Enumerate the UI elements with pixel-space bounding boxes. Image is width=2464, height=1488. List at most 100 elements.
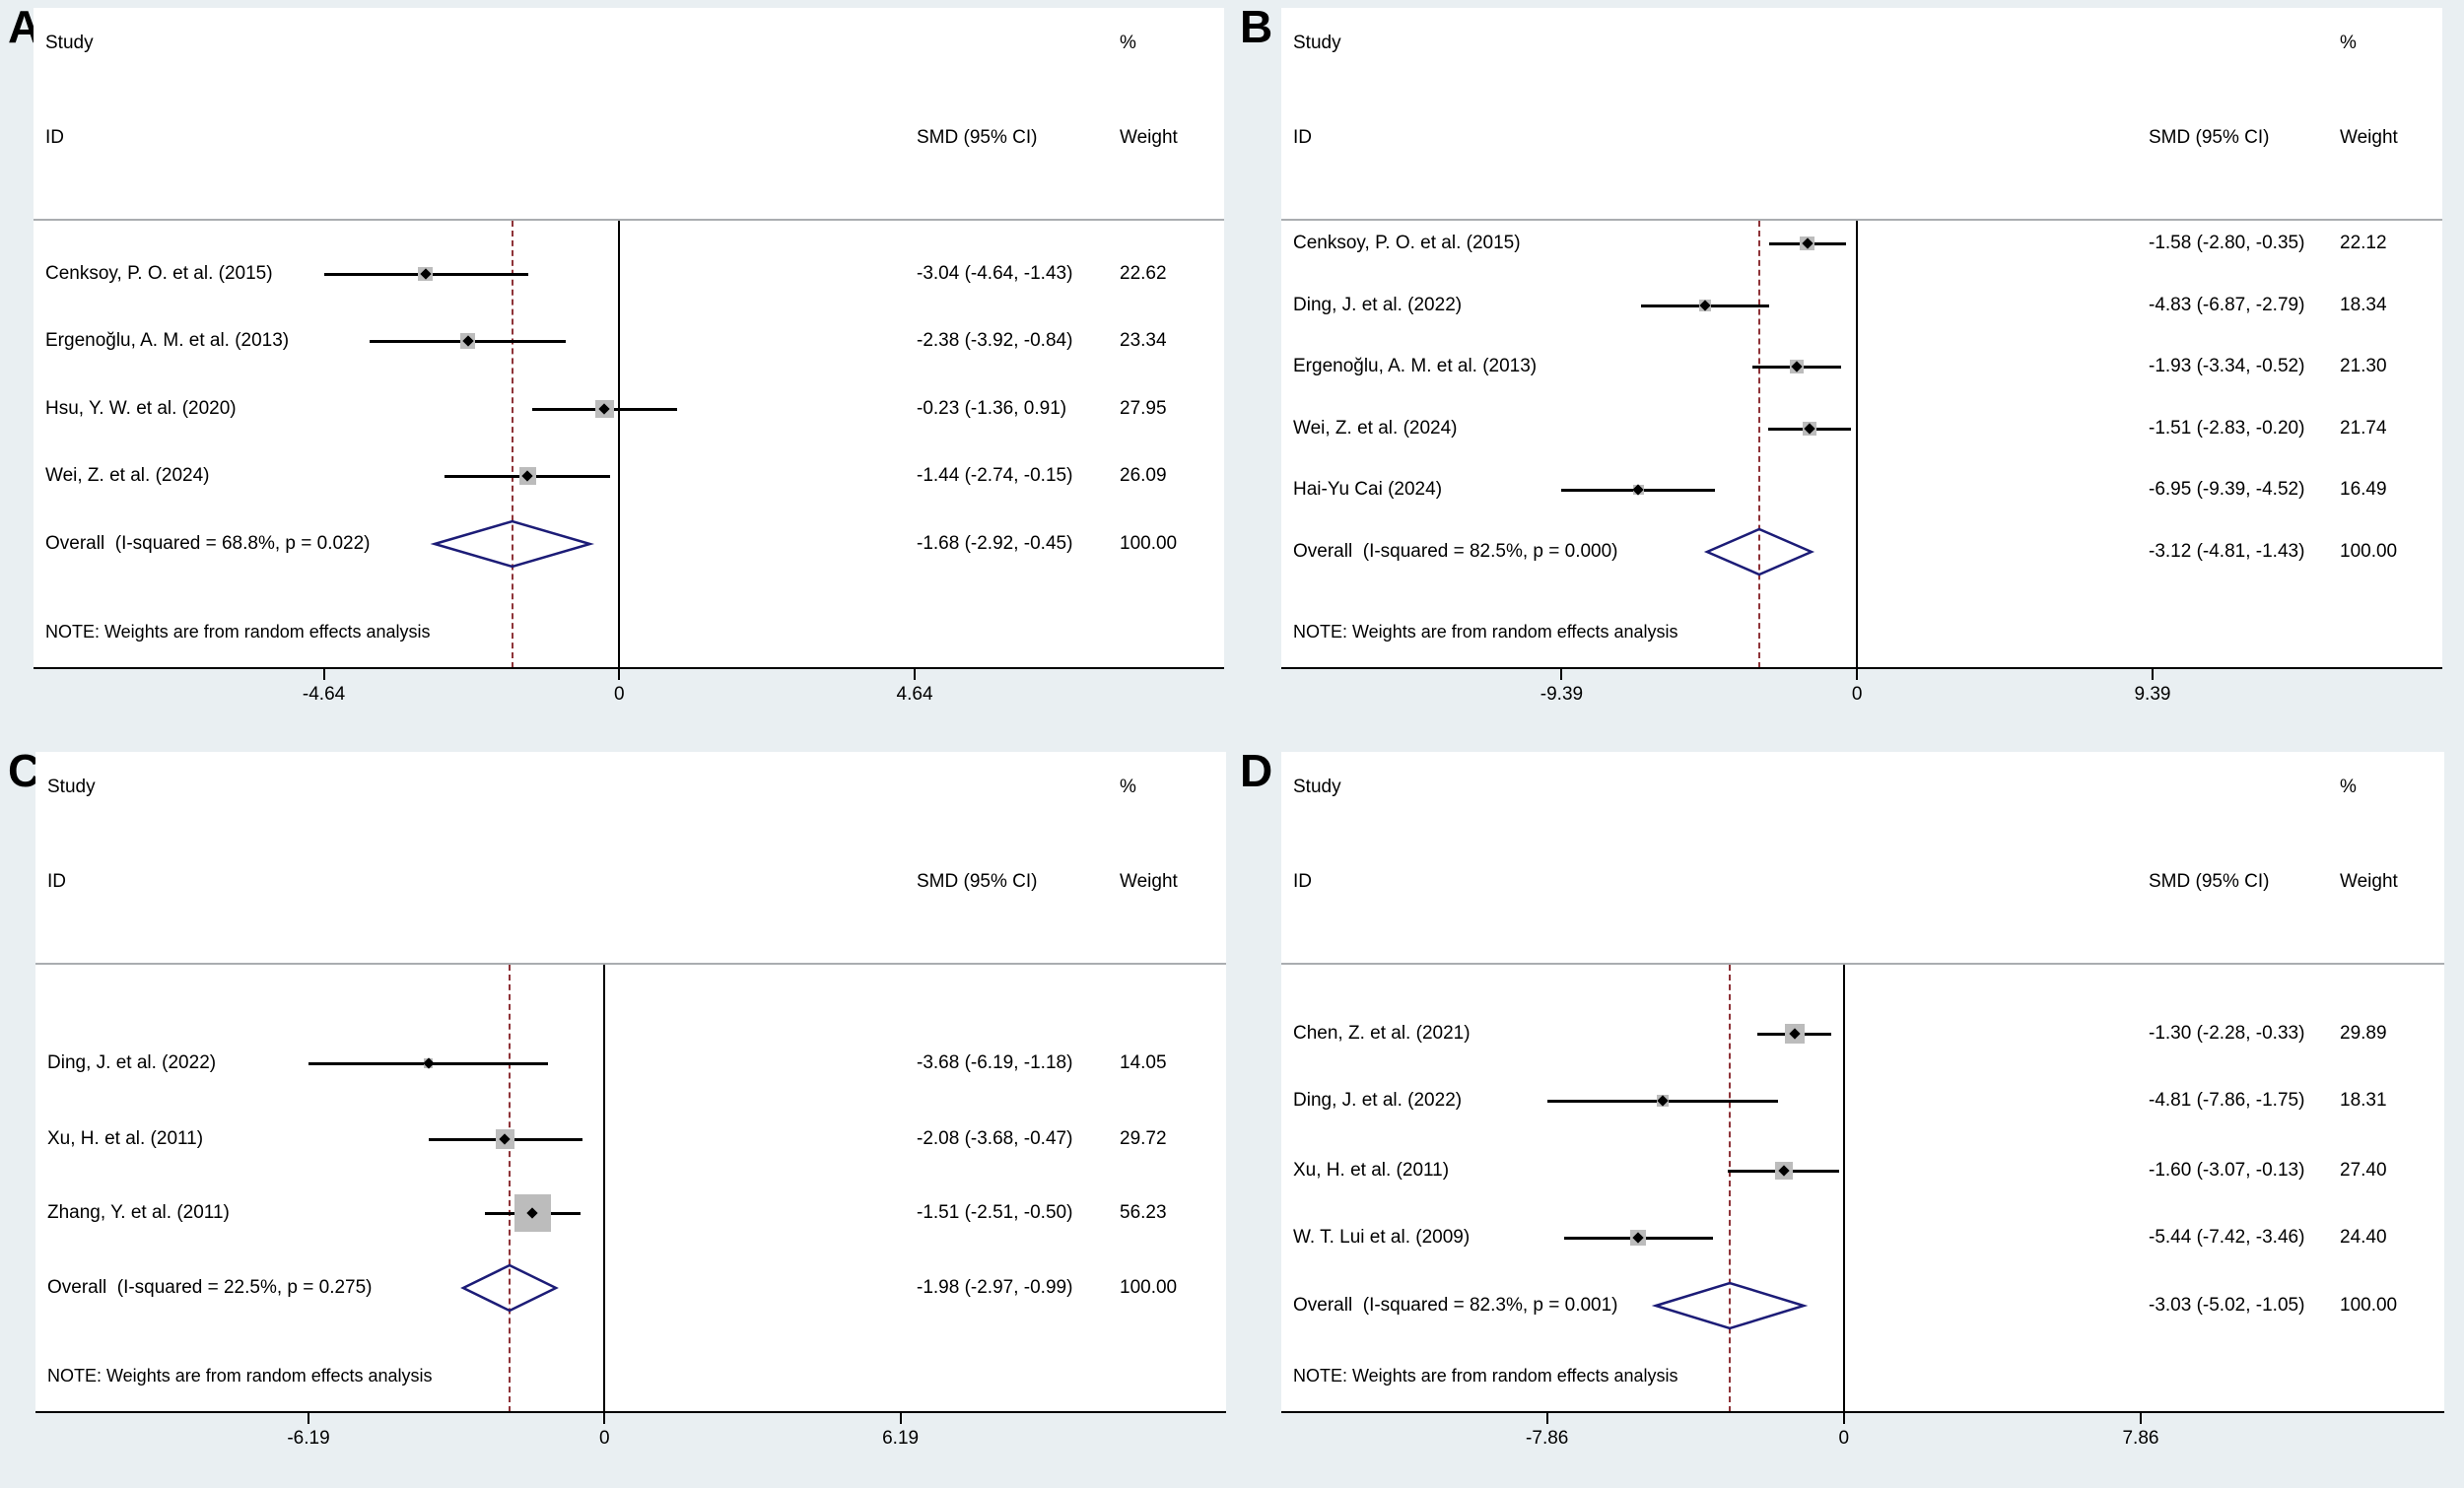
study-name: Hsu, Y. W. et al. (2020)	[45, 398, 237, 419]
overall-effect-dashed-line	[509, 965, 512, 1412]
study-name: Ding, J. et al. (2022)	[1293, 295, 1463, 315]
weight-value: 26.09	[1120, 465, 1167, 486]
x-tick	[308, 1413, 309, 1424]
overall-diamond	[460, 1263, 560, 1313]
column-header-smd: SMD (95% CI)	[2149, 871, 2270, 892]
weight-value: 18.31	[2340, 1090, 2387, 1111]
weight-value: 29.89	[2340, 1023, 2387, 1044]
overall-smd-ci-value: -1.98 (-2.97, -0.99)	[917, 1277, 1073, 1298]
null-effect-line	[1856, 221, 1859, 668]
x-tick-label: 0	[614, 684, 625, 705]
x-tick	[2151, 669, 2154, 680]
column-header-study: Study	[47, 777, 96, 797]
weight-value: 23.34	[1120, 330, 1167, 351]
weights-note: NOTE: Weights are from random effects an…	[1293, 622, 1678, 642]
weight-value: 21.74	[2340, 418, 2387, 439]
x-axis	[1281, 667, 2442, 669]
smd-ci-value: -3.04 (-4.64, -1.43)	[917, 263, 1073, 284]
column-header-percent: %	[2340, 777, 2357, 797]
x-tick	[1842, 1413, 1845, 1424]
header-rule	[1281, 219, 2442, 221]
overall-smd-ci-value: -3.03 (-5.02, -1.05)	[2149, 1295, 2305, 1316]
column-header-study: Study	[1293, 33, 1341, 53]
header-rule	[1281, 963, 2444, 965]
smd-ci-value: -6.95 (-9.39, -4.52)	[2149, 479, 2305, 500]
column-header-smd: SMD (95% CI)	[917, 127, 1038, 148]
weight-value: 14.05	[1120, 1052, 1167, 1073]
smd-ci-value: -4.81 (-7.86, -1.75)	[2149, 1090, 2305, 1111]
overall-weight-value: 100.00	[1120, 1277, 1178, 1298]
x-tick	[603, 1413, 606, 1424]
column-header-smd: SMD (95% CI)	[917, 871, 1038, 892]
smd-ci-value: -1.44 (-2.74, -0.15)	[917, 465, 1073, 486]
column-header-percent: %	[1120, 777, 1136, 797]
weights-note: NOTE: Weights are from random effects an…	[47, 1366, 433, 1386]
study-name: Xu, H. et al. (2011)	[47, 1128, 204, 1149]
column-header-study: Study	[1293, 777, 1341, 797]
smd-ci-value: -5.44 (-7.42, -3.46)	[2149, 1227, 2305, 1248]
weights-note: NOTE: Weights are from random effects an…	[1293, 1366, 1678, 1386]
column-header-weight: Weight	[2340, 871, 2398, 892]
study-name: Ergenoğlu, A. M. et al. (2013)	[45, 330, 290, 351]
x-tick-label: -7.86	[1526, 1428, 1569, 1449]
x-tick-label: 0	[599, 1428, 610, 1449]
x-axis	[35, 1411, 1226, 1413]
panel-label: D	[1240, 745, 1273, 796]
null-effect-line	[603, 965, 606, 1412]
overall-weight-value: 100.00	[1120, 533, 1178, 554]
x-tick-label: -4.64	[302, 684, 346, 705]
smd-ci-value: -1.30 (-2.28, -0.33)	[2149, 1023, 2305, 1044]
weights-note: NOTE: Weights are from random effects an…	[45, 622, 431, 642]
smd-ci-value: -0.23 (-1.36, 0.91)	[917, 398, 1067, 419]
weight-value: 27.40	[2340, 1160, 2387, 1181]
study-name: W. T. Lui et al. (2009)	[1293, 1227, 1471, 1248]
weight-value: 18.34	[2340, 295, 2387, 315]
column-header-smd: SMD (95% CI)	[2149, 127, 2270, 148]
header-rule	[35, 963, 1226, 965]
study-name: Chen, Z. et al. (2021)	[1293, 1023, 1471, 1044]
column-header-study: Study	[45, 33, 94, 53]
overall-effect-dashed-line	[511, 221, 513, 668]
study-name: Zhang, Y. et al. (2011)	[47, 1202, 230, 1223]
column-header-id: ID	[45, 127, 64, 148]
overall-smd-ci-value: -1.68 (-2.92, -0.45)	[917, 533, 1073, 554]
overall-weight-value: 100.00	[2340, 1295, 2398, 1316]
x-tick-label: 4.64	[896, 684, 933, 705]
x-tick	[322, 669, 325, 680]
overall-label: Overall (I-squared = 22.5%, p = 0.275)	[47, 1277, 373, 1298]
x-tick-label: -9.39	[1540, 684, 1584, 705]
column-header-weight: Weight	[1120, 871, 1178, 892]
x-tick-label: 0	[1851, 684, 1863, 705]
study-name: Ding, J. et al. (2022)	[47, 1052, 217, 1073]
overall-effect-dashed-line	[1728, 965, 1731, 1412]
study-name: Hai-Yu Cai (2024)	[1293, 479, 1443, 500]
plot-area	[34, 8, 1224, 668]
overall-label: Overall (I-squared = 68.8%, p = 0.022)	[45, 533, 371, 554]
weight-value: 21.30	[2340, 356, 2387, 376]
study-name: Xu, H. et al. (2011)	[1293, 1160, 1450, 1181]
null-effect-line	[1842, 965, 1845, 1412]
x-tick-label: -6.19	[287, 1428, 330, 1449]
column-header-percent: %	[2340, 33, 2357, 53]
study-name: Ergenoğlu, A. M. et al. (2013)	[1293, 356, 1538, 376]
overall-smd-ci-value: -3.12 (-4.81, -1.43)	[2149, 541, 2305, 562]
overall-weight-value: 100.00	[2340, 541, 2398, 562]
x-tick	[618, 669, 621, 680]
overall-diamond	[430, 519, 594, 569]
panel-label: C	[8, 745, 41, 796]
smd-ci-value: -3.68 (-6.19, -1.18)	[917, 1052, 1073, 1073]
weight-value: 24.40	[2340, 1227, 2387, 1248]
overall-diamond	[1703, 527, 1814, 576]
smd-ci-value: -1.51 (-2.51, -0.50)	[917, 1202, 1073, 1223]
weight-value: 56.23	[1120, 1202, 1167, 1223]
weight-value: 29.72	[1120, 1128, 1167, 1149]
header-rule	[34, 219, 1224, 221]
weight-value: 22.62	[1120, 263, 1167, 284]
smd-ci-value: -1.93 (-3.34, -0.52)	[2149, 356, 2305, 376]
x-tick	[2139, 1413, 2142, 1424]
weight-value: 16.49	[2340, 479, 2387, 500]
column-header-weight: Weight	[1120, 127, 1178, 148]
x-tick	[1856, 669, 1859, 680]
